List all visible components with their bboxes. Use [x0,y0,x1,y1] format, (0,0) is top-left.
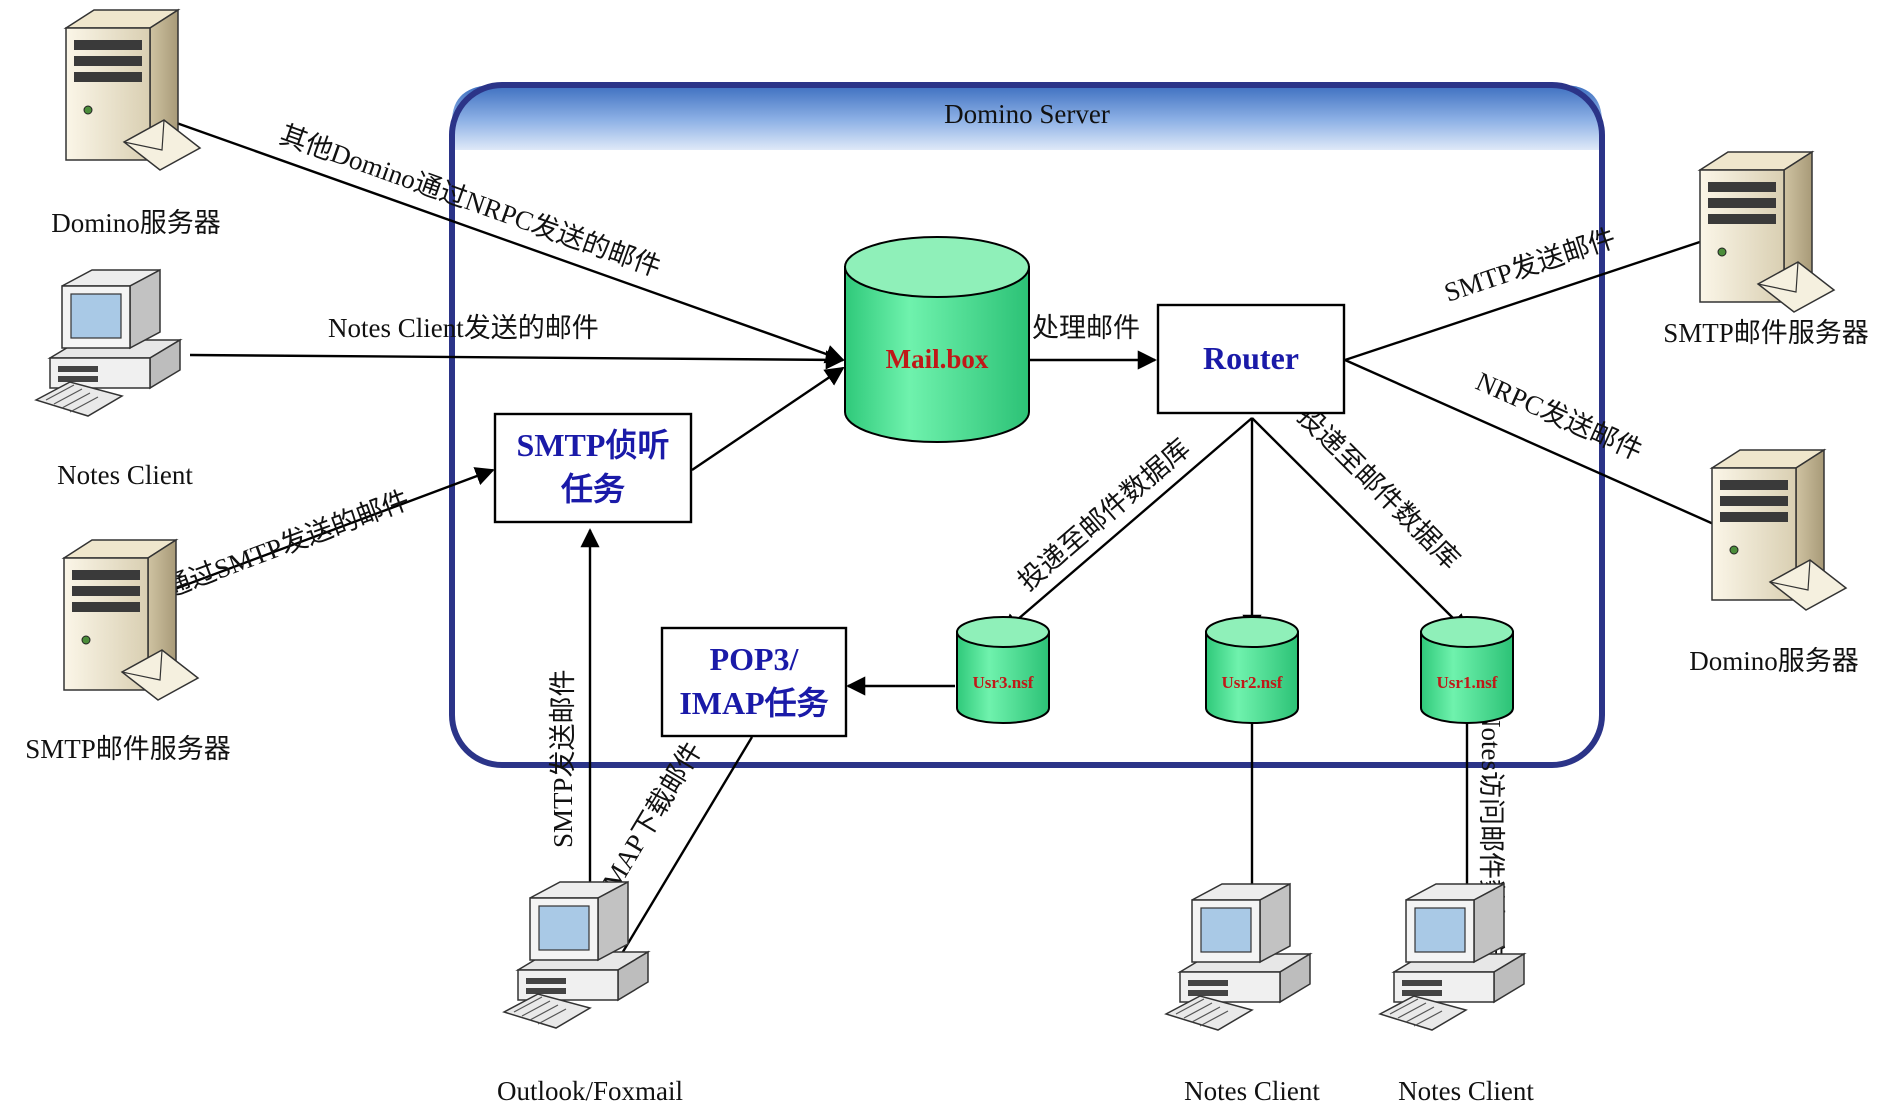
smtp-server-left-label: SMTP邮件服务器 [25,734,231,764]
notes-client-b2-label: Notes Client [1398,1076,1534,1104]
edge-smtp-in [131,467,495,607]
container-header [452,85,1602,150]
router-box: Router [1156,303,1346,415]
domino-right-label: Domino服务器 [1689,646,1859,676]
edge-notes-in [189,350,845,370]
notes-client-bottom-1: Notes Client [1165,883,1320,1104]
workstation-icon [35,269,181,417]
usr2-label: Usr2.nsf [1222,673,1283,692]
edge-listener-to-mailbox [691,366,845,471]
smtp-listener-line1: SMTP侦听 [517,427,670,463]
edge-nrpc-in [139,108,845,364]
server-icon [65,9,201,171]
label-smtp-send: SMTP发送邮件 [548,669,578,848]
router-label: Router [1203,340,1299,376]
pop3-imap-box: POP3/ IMAP任务 [660,626,848,738]
notes-client-left: Notes Client [35,269,193,490]
edge-nrpc-out [1344,358,1774,552]
server-icon [1699,151,1835,313]
label-notes-in: Notes Client发送的邮件 [328,313,599,343]
smtp-server-right: SMTP邮件服务器 [1663,151,1869,348]
container-title: Domino Server [944,99,1110,129]
workstation-icon [1165,883,1311,1031]
domino-server-right: Domino服务器 [1689,449,1859,676]
domino-server-left: Domino服务器 [51,9,221,238]
usr1-label: Usr1.nsf [1437,673,1498,692]
workstation-icon [503,881,649,1029]
edge-deliver-usr3 [1001,417,1253,634]
smtp-server-right-label: SMTP邮件服务器 [1663,318,1869,348]
outlook-label: Outlook/Foxmail [497,1076,683,1104]
usr2-db: Usr2.nsf [1205,616,1299,724]
pop3-line1: POP3/ [710,641,800,677]
label-smtp-in: 通过SMTP发送的邮件 [160,485,414,604]
usr3-db: Usr3.nsf [956,616,1050,724]
label-process: 处理邮件 [1032,313,1140,343]
edge-pop3-download [610,736,754,972]
workstation-icon [1379,883,1525,1031]
smtp-listener-box: SMTP侦听 任务 [493,412,693,524]
mailbox-db: Mail.box [844,236,1030,443]
notes-client-b1-label: Notes Client [1184,1076,1320,1104]
usr3-label: Usr3.nsf [973,673,1034,692]
pop3-line2: IMAP任务 [679,685,828,721]
notes-client-bottom-2: Notes Client [1379,883,1534,1104]
notes-client-left-label: Notes Client [57,460,193,490]
edge-deliver-usr1 [1251,417,1469,634]
mailbox-label: Mail.box [886,344,989,374]
domino-server-container: Domino Server [449,82,1605,768]
smtp-listener-line2: 任务 [561,471,625,507]
server-icon [63,539,199,701]
container-border [449,82,1605,768]
domino-left-label: Domino服务器 [51,208,221,238]
server-icon [1711,449,1847,611]
outlook-client: Outlook/Foxmail [497,881,683,1104]
usr1-db: Usr1.nsf [1420,616,1514,724]
smtp-server-left: SMTP邮件服务器 [25,539,231,764]
